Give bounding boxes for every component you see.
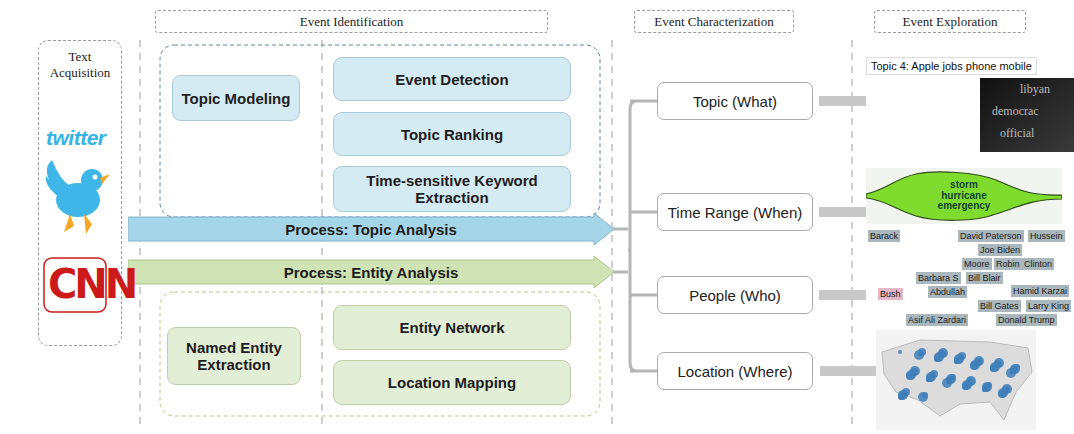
map-dot <box>914 368 918 372</box>
entity-name: Joe Biden <box>978 244 1022 256</box>
topic-region <box>160 45 600 217</box>
node-text: People (Who) <box>689 287 781 304</box>
map-dot <box>918 392 928 402</box>
connector-bar <box>819 290 866 300</box>
connector-bar <box>819 207 866 217</box>
topic-panel: Topic 4: Apple jobs phone mobile <box>866 57 1072 152</box>
location-map <box>876 330 1036 430</box>
entity-name: Bill Blair <box>966 272 1003 284</box>
entity-cloud: Barack David Paterson HusseinJoe BidenMoor… <box>866 228 1072 328</box>
map-dot <box>1014 364 1020 370</box>
process-box: Event Detection <box>333 57 571 101</box>
map-dot <box>982 382 992 392</box>
facet-box: Time Range (When) <box>657 193 813 231</box>
node-text: Event Exploration <box>903 14 998 30</box>
map-dot <box>950 374 956 380</box>
process-arrow: Process: Entity Analysis <box>128 256 614 288</box>
process-box: Entity Network <box>333 305 571 350</box>
map-dot <box>1010 364 1020 374</box>
map-dot <box>918 348 926 356</box>
map-dot <box>966 376 976 386</box>
entity-name: Clinton <box>1022 258 1054 270</box>
facet-box: Topic (What) <box>657 82 813 120</box>
twitter-bird <box>46 160 110 234</box>
process-box: Location Mapping <box>333 360 571 405</box>
process-box: Topic Ranking <box>333 112 571 156</box>
arrow-band <box>128 256 614 288</box>
stage-header: Event Identification <box>155 10 548 33</box>
entity-region <box>160 292 600 416</box>
entity-name: Hussein <box>1028 230 1065 242</box>
node-text: Topic Ranking <box>401 126 503 143</box>
map-dot <box>986 382 992 388</box>
entity-name: Barbara S <box>916 272 961 284</box>
entity-name: Larry King <box>1026 300 1071 312</box>
entity-name: Donald Trump <box>996 314 1057 326</box>
node-text: Location Mapping <box>388 374 516 391</box>
bracket <box>613 101 657 371</box>
process-box: Time-sensitive Keyword Extraction <box>333 166 571 212</box>
node-text: Topic 4: Apple jobs phone mobile <box>866 57 1037 75</box>
node-text: Process: Topic Analysis <box>285 221 457 238</box>
map-dot <box>910 366 920 376</box>
entity-name: Barack <box>868 230 900 242</box>
node-text: Event Identification <box>300 14 404 30</box>
stage-header: Event Exploration <box>874 10 1026 33</box>
map-dot <box>938 348 948 358</box>
cnn-logo-text: CNN <box>48 261 135 307</box>
timeline-blob: storm hurricane emergency <box>866 168 1062 224</box>
node-text: Text Acquisition <box>42 49 118 81</box>
entity-name: Bill Gates <box>978 300 1021 312</box>
node-text: Location (Where) <box>677 363 792 380</box>
map-dot <box>946 374 956 384</box>
method-box: Topic Modeling <box>172 75 300 121</box>
map-dot <box>930 370 938 378</box>
map-dot <box>922 392 928 398</box>
node-text: storm hurricane emergency <box>932 180 996 212</box>
facet-box: People (Who) <box>657 276 813 314</box>
map-dot <box>1006 386 1010 390</box>
entity-name: David Paterson <box>958 230 1024 242</box>
map-dot <box>1002 384 1012 394</box>
word-cloud-image <box>980 78 1074 152</box>
map-dot <box>994 358 1004 368</box>
map-dot <box>958 352 966 360</box>
map-dot <box>902 388 910 396</box>
facet-box: Location (Where) <box>657 352 813 390</box>
node-text: Entity Network <box>399 319 504 336</box>
map-dot <box>898 350 902 354</box>
connector-bar <box>819 96 866 106</box>
method-box: Named Entity Extraction <box>167 327 301 385</box>
cloud-word: libyan <box>1020 82 1050 97</box>
node-text: Process: Entity Analysis <box>284 264 459 281</box>
twitter-logo-text: twitter <box>46 126 106 150</box>
node-text: Named Entity Extraction <box>176 339 292 373</box>
node-text: Time-sensitive Keyword Extraction <box>342 172 562 206</box>
node-text: Topic Modeling <box>182 90 291 107</box>
process-arrow: Process: Topic Analysis <box>128 213 614 245</box>
entity-name: Hamid Karzai <box>1011 285 1069 297</box>
stage-header: Event Characterization <box>634 10 794 33</box>
blob-stream <box>866 172 1062 220</box>
node-text: Event Characterization <box>654 14 773 30</box>
entity-name: Bush <box>878 288 903 300</box>
map-dot <box>974 356 984 366</box>
entity-name: Robin <box>994 258 1022 270</box>
cloud-word: official <box>1000 126 1034 141</box>
connector-bar <box>820 366 876 376</box>
arrow-band <box>128 213 614 245</box>
entity-name: Asif Ali Zardari <box>906 314 968 326</box>
entity-name: Abdullah <box>928 286 967 298</box>
blob-ground <box>866 168 1062 224</box>
entity-name: Moore <box>962 258 992 270</box>
node-text: Event Detection <box>395 71 508 88</box>
node-text: Time Range (When) <box>668 204 803 221</box>
cloud-word: democrac <box>992 104 1039 119</box>
node-text: Topic (What) <box>693 93 777 110</box>
map-dot <box>978 358 982 362</box>
